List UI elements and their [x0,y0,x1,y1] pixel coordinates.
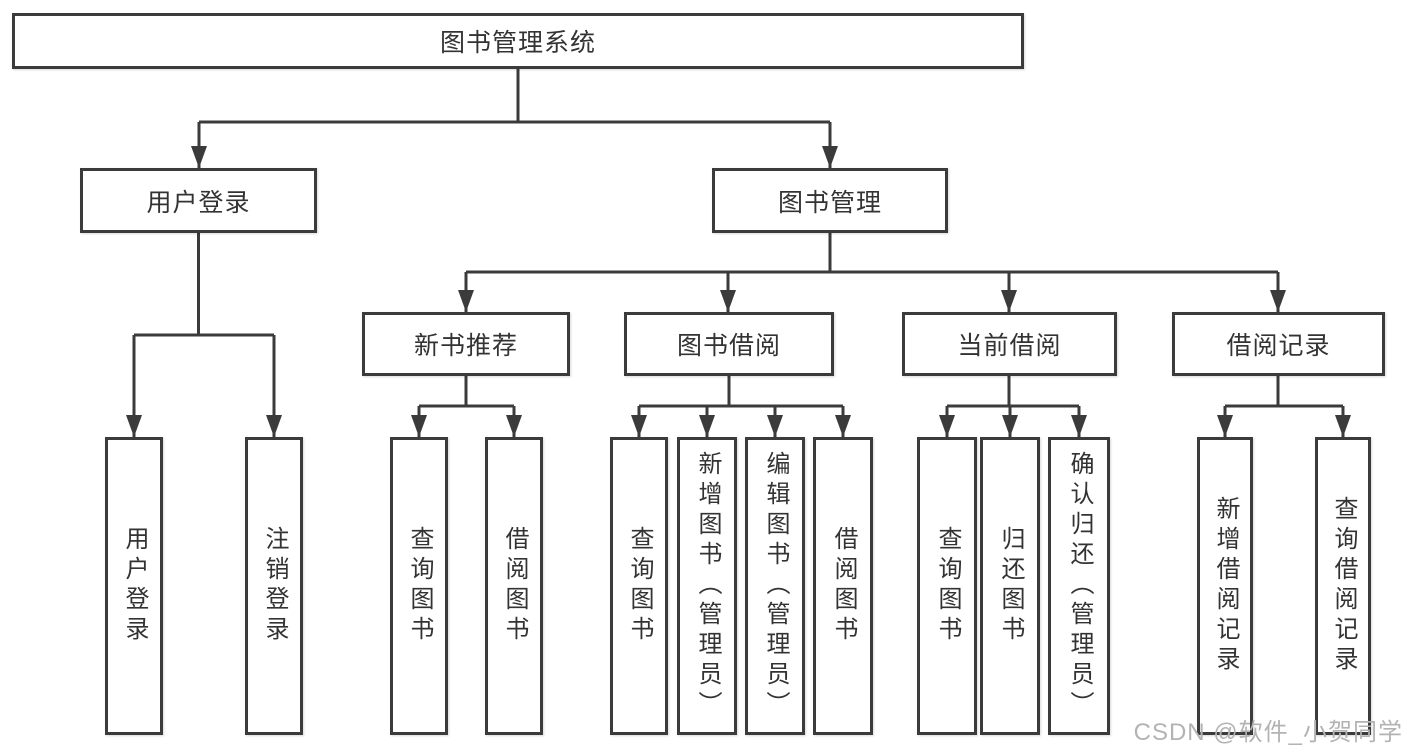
leaf-borrow-books: 借阅图书 [813,437,873,735]
leaf-add-borrow-record: 新增借阅记录 [1197,437,1253,735]
leaf-return-book: 归还图书 [980,437,1040,735]
node-book-management: 图书管理 [712,168,948,233]
leaf-search-books-rec: 查询图书 [390,437,448,735]
node-root: 图书管理系统 [12,13,1024,69]
node-book-borrowing: 图书借阅 [624,312,834,376]
node-user-login: 用户登录 [80,168,317,233]
leaf-user-login: 用户登录 [105,437,163,735]
leaf-search-books-borrow: 查询图书 [610,437,668,735]
leaf-add-book-admin: 新增图书（管理员） [677,437,737,735]
leaf-logout: 注销登录 [245,437,303,735]
leaf-confirm-return-admin: 确认归还（管理员） [1048,437,1110,735]
leaf-search-books-current: 查询图书 [917,437,977,735]
node-borrowing-records: 借阅记录 [1172,312,1385,376]
node-new-book-recommendation: 新书推荐 [362,312,570,376]
csdn-watermark: CSDN @软件_小贺同学 [1133,719,1403,746]
leaf-search-borrow-record: 查询借阅记录 [1315,437,1371,735]
node-current-borrowing: 当前借阅 [902,312,1117,376]
leaf-borrow-books-rec: 借阅图书 [485,437,543,735]
leaf-edit-book-admin: 编辑图书（管理员） [745,437,805,735]
